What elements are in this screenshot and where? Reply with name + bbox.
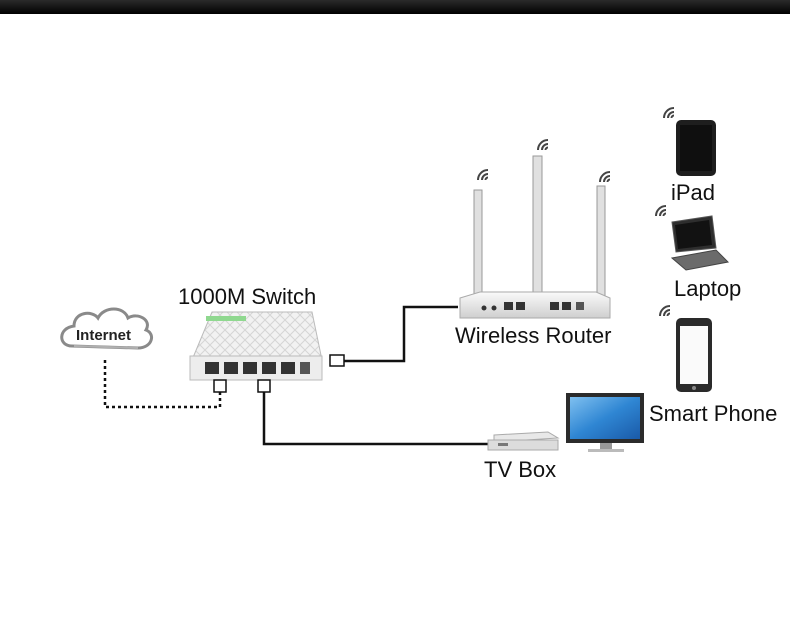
cable-internet-switch (103, 360, 222, 409)
laptop-label: Laptop (674, 276, 742, 301)
tablet-icon (663, 107, 716, 176)
cloud-icon (60, 307, 154, 350)
cable-switch-router (329, 305, 458, 367)
switch-icon (189, 311, 323, 393)
internet-label: Internet (76, 327, 132, 344)
top-bar (0, 0, 790, 14)
monitor-icon (566, 393, 644, 452)
smart-phone-label: Smart Phone (649, 401, 778, 426)
tv-box-label: TV Box (484, 457, 557, 482)
switch-label: 1000M Switch (178, 284, 317, 309)
router-label: Wireless Router (455, 323, 612, 348)
cable-switch-tvbox (262, 392, 488, 446)
phone-icon (659, 305, 712, 392)
router-icon (459, 139, 611, 319)
ipad-label: iPad (671, 180, 716, 205)
tv-box-icon (487, 431, 560, 451)
laptop-icon (655, 205, 730, 271)
